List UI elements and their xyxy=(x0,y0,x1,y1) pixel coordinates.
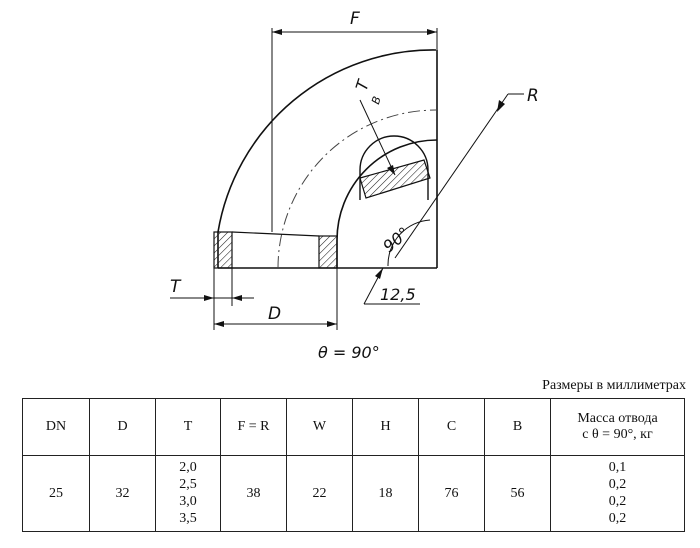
d-arrow-left xyxy=(214,321,224,327)
r-label: R xyxy=(527,86,539,106)
f-arrow-right xyxy=(427,29,437,35)
cell-mass-value: 0,2 xyxy=(608,477,627,492)
wall-section-top xyxy=(359,135,429,200)
cell-t-value: 2,0 xyxy=(179,460,197,475)
cell-t-value: 3,5 xyxy=(179,511,197,526)
theta-caption: θ = 90° xyxy=(318,343,380,362)
table-row: 25 32 2,0 2,5 3,0 3,5 38 22 18 76 56 0,1… xyxy=(22,455,685,532)
units-note: Размеры в миллиметрах xyxy=(542,378,686,393)
d-label: D xyxy=(268,304,281,324)
table-header-row: DN D T F = R W H C B Масса отвода с θ = … xyxy=(22,398,685,456)
t-arrow-right xyxy=(232,295,242,301)
cell-w: 22 xyxy=(286,455,353,532)
header-f-r: F = R xyxy=(220,398,287,456)
tb-label: T xyxy=(352,77,373,93)
angle-arc xyxy=(387,219,431,267)
wall-section-top-hatch xyxy=(359,159,431,199)
elbow-drawing: F R T B 90° 12,5 T D θ = 90° xyxy=(170,9,539,362)
cell-b: 56 xyxy=(484,455,551,532)
cell-mass-value: 0,1 xyxy=(608,460,627,475)
t-label: T xyxy=(170,277,182,297)
dim-12-5-label: 12,5 xyxy=(380,285,416,304)
tb-leader xyxy=(359,99,396,176)
header-dn: DN xyxy=(22,398,90,456)
wall-section-right xyxy=(318,235,338,269)
cell-mass-value: 0,2 xyxy=(608,511,627,526)
center-line-arc xyxy=(277,109,438,269)
header-mass-line2: с θ = 90°, кг xyxy=(582,427,653,442)
dimensions-table: DN D T F = R W H C B Масса отвода с θ = … xyxy=(22,398,685,532)
header-mass-line1: Масса отвода xyxy=(577,411,658,426)
f-label: F xyxy=(350,9,360,29)
r-leader xyxy=(394,93,509,259)
t-arrow-left xyxy=(204,295,214,301)
header-t: T xyxy=(155,398,221,456)
f-arrow-left xyxy=(272,29,282,35)
cell-h: 18 xyxy=(352,455,419,532)
header-w: W xyxy=(286,398,353,456)
header-mass: Масса отвода с θ = 90°, кг xyxy=(550,398,685,456)
cell-t-value: 2,5 xyxy=(179,477,197,492)
header-d: D xyxy=(89,398,156,456)
cell-mass: 0,1 0,2 0,2 0,2 xyxy=(550,455,685,532)
cell-t: 2,0 2,5 3,0 3,5 xyxy=(155,455,221,532)
cell-f-r: 38 xyxy=(220,455,287,532)
cell-c: 76 xyxy=(418,455,485,532)
cell-mass-value: 0,2 xyxy=(608,494,627,509)
r-arrow xyxy=(497,100,505,112)
cell-dn: 25 xyxy=(22,455,90,532)
cell-d: 32 xyxy=(89,455,156,532)
tb-arrow xyxy=(387,165,395,175)
wall-section-left xyxy=(213,231,233,269)
d-arrow-right xyxy=(327,321,337,327)
section-inner-line xyxy=(231,231,320,237)
tb-label-sub: B xyxy=(369,95,384,106)
header-b: B xyxy=(484,398,551,456)
angle-label: 90° xyxy=(379,223,413,256)
header-c: C xyxy=(418,398,485,456)
outer-arc xyxy=(217,49,437,268)
dim-12-5-arrow xyxy=(375,268,383,279)
cell-t-value: 3,0 xyxy=(179,494,197,509)
header-h: H xyxy=(352,398,419,456)
